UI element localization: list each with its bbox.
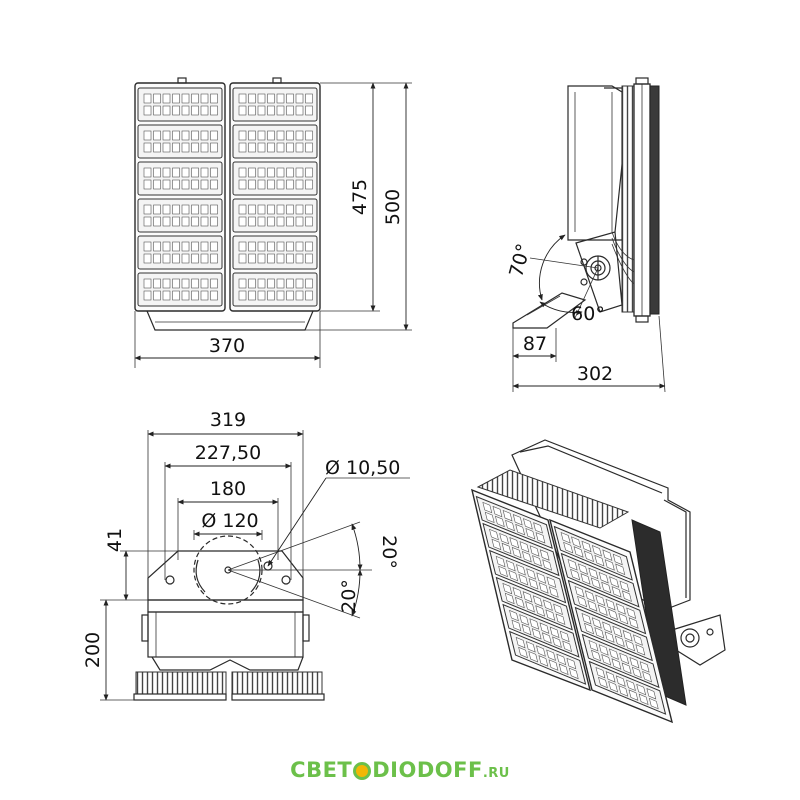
bottom-hole-diameter-label: Ø 10,50 <box>325 457 400 479</box>
bottom-angle-upper-label: 20° <box>378 535 400 569</box>
isometric-view <box>471 439 726 724</box>
side-angle-70-label: 70° <box>505 241 535 279</box>
front-width-label: 370 <box>209 335 245 357</box>
bottom-width-180-label: 180 <box>210 478 246 500</box>
side-bracket-depth-label: 87 <box>523 333 547 355</box>
bottom-width-319-label: 319 <box>210 409 246 431</box>
brand-logo: СВЕТ DIODOFF.RU <box>0 758 800 782</box>
bottom-view: 319 227,50 180 Ø 120 Ø 10,50 41 200 20° … <box>82 409 410 701</box>
front-height-inner-label: 475 <box>349 179 371 215</box>
bottom-height-200-label: 200 <box>82 632 104 668</box>
side-view: 70° 60° 87 302 <box>505 77 666 393</box>
bottom-angle-lower-label: 20° <box>338 579 360 613</box>
bottom-offset-41-label: 41 <box>104 528 126 552</box>
side-total-depth-label: 302 <box>577 363 613 385</box>
brand-part2: DIODOFF <box>372 758 483 782</box>
front-height-total-label: 500 <box>382 189 404 225</box>
bottom-diameter-120-label: Ø 120 <box>201 510 258 532</box>
bottom-width-22750-label: 227,50 <box>195 442 261 464</box>
side-angle-60-label: 60° <box>571 303 605 325</box>
sun-icon <box>353 762 372 780</box>
brand-suffix: .RU <box>482 766 510 781</box>
brand-part1: СВЕТ <box>290 758 353 782</box>
front-view: 475 500 370 <box>134 77 412 368</box>
